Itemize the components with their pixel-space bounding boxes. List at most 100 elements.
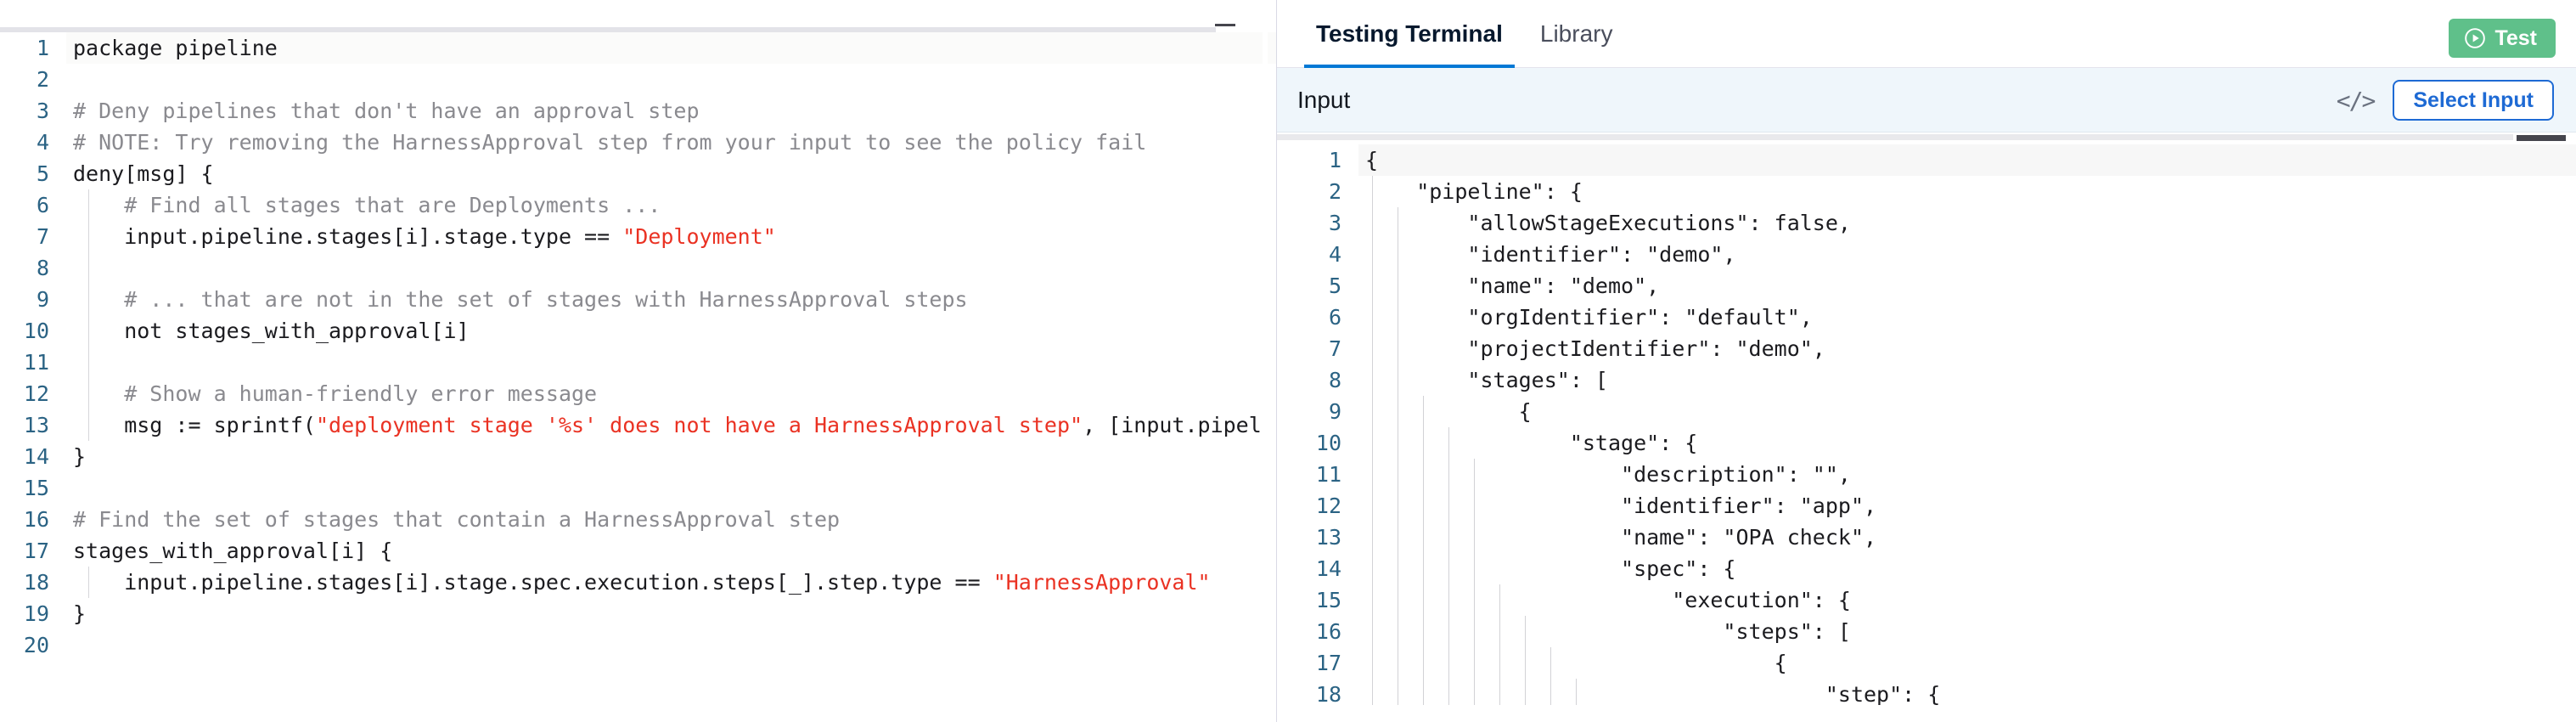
indent-guide	[1448, 647, 1449, 679]
code-line-text	[66, 472, 1276, 504]
input-toolbar-actions: </> Select Input	[2337, 68, 2554, 133]
select-input-button[interactable]: Select Input	[2393, 80, 2554, 121]
indent-guide	[88, 221, 89, 252]
json-line-text: {	[1358, 144, 2576, 176]
json-line-text: "name": "OPA check",	[1365, 525, 1877, 550]
code-token-plain: stages_with_approval[i] {	[73, 539, 393, 563]
indent-guide	[1448, 679, 1449, 705]
json-input-content[interactable]: 1{2 "pipeline": {3 "allowStageExecutions…	[1277, 144, 2576, 705]
json-line: 17 {	[1277, 647, 2576, 679]
json-line: 10 "stage": {	[1277, 427, 2576, 459]
minimize-icon[interactable]	[1215, 24, 1235, 26]
json-line-text: "execution": {	[1365, 588, 1851, 612]
testing-terminal-pane: Testing Terminal Library Test Input </> …	[1277, 0, 2576, 722]
code-line: 10 not stages_with_approval[i]	[0, 315, 1276, 347]
indent-guide	[1448, 427, 1449, 459]
json-line-number: 18	[1315, 682, 1341, 705]
indent-guide	[1474, 459, 1475, 490]
json-line-number: 11	[1315, 462, 1341, 487]
code-token-comment: # Find the set of stages that contain a …	[73, 507, 841, 532]
code-line-text: # Show a human-friendly error message	[66, 378, 1276, 409]
indent-guide	[1372, 679, 1373, 705]
code-brackets-icon[interactable]: </>	[2336, 86, 2376, 115]
tab-library[interactable]: Library	[1521, 0, 1632, 68]
json-line-number: 16	[1315, 619, 1341, 644]
json-line-text: "stage": {	[1365, 431, 1698, 455]
code-line-text: }	[66, 441, 1276, 472]
indent-guide	[1423, 427, 1424, 459]
indent-guide	[1474, 584, 1475, 616]
test-button[interactable]: Test	[2449, 19, 2556, 58]
code-line-text: msg := sprintf("deployment stage '%s' do…	[66, 409, 1276, 441]
code-line-text	[66, 347, 1276, 378]
code-line-text: # Find the set of stages that contain a …	[66, 504, 1276, 535]
code-token-plain: package pipeline	[73, 36, 278, 60]
code-line: 11	[0, 347, 1276, 378]
json-line-text: "projectIdentifier": "demo",	[1365, 336, 1825, 361]
indent-guide	[1372, 459, 1373, 490]
indent-guide	[1372, 302, 1373, 333]
play-circle-icon	[2464, 27, 2486, 49]
json-line-number: 9	[1328, 399, 1341, 424]
indent-guide	[1525, 679, 1526, 705]
code-line: 6 # Find all stages that are Deployments…	[0, 189, 1276, 221]
code-token-string: "HarnessApproval"	[993, 570, 1211, 595]
editor-vertical-scrollbar[interactable]	[1263, 32, 1268, 722]
indent-guide	[88, 252, 89, 284]
code-line: 14}	[0, 441, 1276, 472]
indent-guide	[1372, 616, 1373, 647]
json-line-number: 4	[1328, 242, 1341, 267]
json-line-text: {	[1365, 399, 1532, 424]
json-line-number: 1	[1328, 148, 1341, 172]
code-line: 4 # NOTE: Try removing the HarnessApprova…	[0, 127, 1276, 158]
line-number: 11	[23, 350, 49, 375]
indent-guide	[88, 284, 89, 315]
indent-guide	[1448, 553, 1449, 584]
indent-guide	[1423, 553, 1424, 584]
indent-guide	[1423, 679, 1424, 705]
json-line: 16 "steps": [	[1277, 616, 2576, 647]
tab-library-label: Library	[1539, 20, 1613, 47]
code-line: 20	[0, 629, 1276, 661]
code-line: 15	[0, 472, 1276, 504]
code-line-text: # NOTE: Try removing the HarnessApproval…	[66, 127, 1276, 158]
indent-guide	[1423, 584, 1424, 616]
json-line: 5 "name": "demo",	[1277, 270, 2576, 302]
code-line-text: deny[msg] {	[66, 158, 1276, 189]
indent-guide	[1550, 647, 1551, 679]
indent-guide	[1499, 647, 1500, 679]
code-line-text	[66, 629, 1276, 661]
code-line-text: # Find all stages that are Deployments .…	[66, 189, 1276, 221]
indent-guide	[1576, 679, 1577, 705]
indent-guide	[1372, 427, 1373, 459]
json-line: 15 "execution": {	[1277, 584, 2576, 616]
json-line-number: 17	[1315, 651, 1341, 675]
json-minimize-icon[interactable]	[2517, 135, 2566, 141]
editor-horizontal-scrollbar[interactable]	[0, 27, 1216, 32]
json-horizontal-scrollbar[interactable]	[1277, 134, 2513, 140]
indent-guide	[1474, 647, 1475, 679]
indent-guide	[1448, 490, 1449, 522]
line-number: 16	[23, 507, 49, 532]
code-token-string: "Deployment"	[622, 224, 776, 249]
json-line-text: "pipeline": {	[1365, 179, 1583, 204]
line-number: 1	[36, 36, 49, 60]
json-line: 18 "step": {	[1277, 679, 2576, 705]
json-line: 8 "stages": [	[1277, 364, 2576, 396]
json-line-text: "identifier": "app",	[1365, 494, 1877, 518]
json-line-text: "identifier": "demo",	[1365, 242, 1736, 267]
json-line: 1{	[1277, 144, 2576, 176]
indent-guide	[1372, 396, 1373, 427]
indent-guide	[1525, 616, 1526, 647]
code-line: 16 # Find the set of stages that contain …	[0, 504, 1276, 535]
json-line: 11 "description": "",	[1277, 459, 2576, 490]
json-line-number: 8	[1328, 368, 1341, 392]
tab-testing-terminal[interactable]: Testing Terminal	[1297, 0, 1521, 68]
json-line: 6 "orgIdentifier": "default",	[1277, 302, 2576, 333]
input-toolbar: Input </> Select Input	[1277, 68, 2576, 133]
code-token-plain: msg := sprintf(	[73, 413, 316, 437]
line-number: 4	[36, 130, 49, 155]
code-line: 13 msg := sprintf("deployment stage '%s'…	[0, 409, 1276, 441]
code-line: 7 input.pipeline.stages[i].stage.type ==…	[0, 221, 1276, 252]
